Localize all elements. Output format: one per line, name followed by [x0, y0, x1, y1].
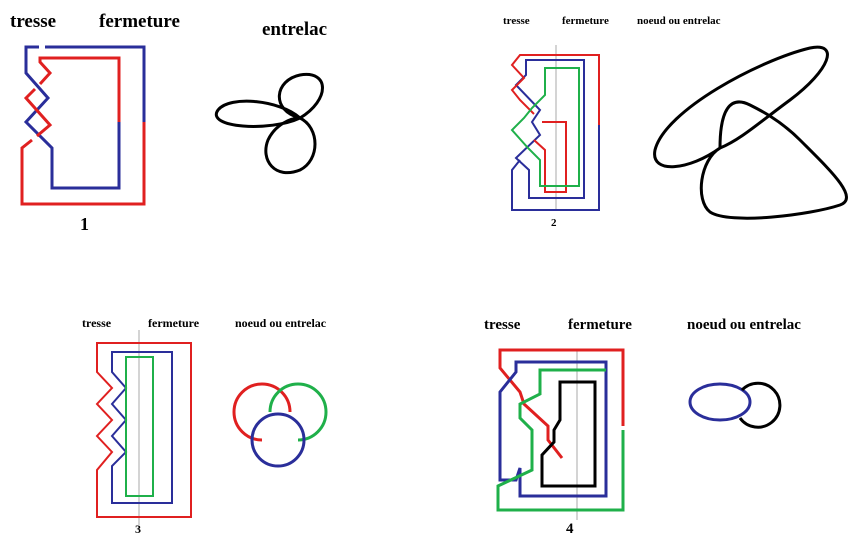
panel-2-label-braid: tresse	[503, 15, 530, 27]
panel-3-label-closure: fermeture	[148, 316, 200, 330]
panel-1-label-closure: fermeture	[99, 11, 180, 32]
panel-4: tresse fermeture noeud ou entrelac 4	[484, 317, 801, 533]
panel-1-red-strand	[20, 56, 146, 206]
panel-4-number: 4	[566, 521, 574, 533]
panel-1-trefoil-knot	[214, 73, 324, 175]
panel-4-label-closure: fermeture	[568, 317, 632, 333]
panel-2-number: 2	[551, 217, 557, 229]
panel-2-green-strand	[510, 67, 580, 187]
panel-3-blue-strand	[110, 351, 173, 504]
panel-2-label-closure: fermeture	[562, 15, 609, 27]
panel-4-green-strand	[496, 368, 625, 512]
panel-4-red-strand	[498, 348, 625, 459]
panel-4-black-strand	[540, 380, 597, 488]
panel-2-red-strand	[510, 54, 600, 193]
panel-4-label-braid: tresse	[484, 317, 521, 333]
panel-3: tresse fermeture noeud ou entrelac 3	[82, 316, 328, 533]
panel-3-red-ring	[232, 382, 292, 442]
panel-4-label-knot: noeud ou entrelac	[687, 317, 801, 333]
panel-4-blue-strand	[498, 360, 608, 498]
panel-3-blue-ring	[250, 412, 306, 468]
panel-4-hopf-link	[688, 381, 782, 429]
panel-1-label-knot: entrelac	[262, 19, 327, 40]
panel-1-blue-strand	[23, 45, 146, 190]
panel-3-number: 3	[135, 522, 141, 533]
panel-2-blue-outer-strand	[511, 125, 600, 211]
panel-1-braid-closure	[20, 45, 146, 206]
panel-3-green-ring	[268, 382, 328, 442]
panel-2-label-knot: noeud ou entrelac	[637, 15, 721, 27]
panel-2-blue-strand	[514, 59, 585, 199]
panel-3-red-strand	[95, 342, 192, 518]
panel-2-knot	[653, 45, 848, 220]
panel-1-knot-curve	[214, 73, 324, 175]
panel-3-label-knot: noeud ou entrelac	[235, 316, 327, 330]
panel-4-braid-closure	[496, 348, 625, 520]
panel-1-number: 1	[80, 214, 89, 234]
panel-3-borromean-rings	[232, 382, 328, 468]
panel-2-braid-closure	[510, 45, 600, 211]
panel-4-black-ring	[738, 381, 782, 429]
panel-2: tresse fermeture noeud ou entrelac 2	[503, 15, 848, 229]
panel-1-label-braid: tresse	[10, 11, 56, 32]
panel-3-label-braid: tresse	[82, 316, 112, 330]
panel-1: tresse fermeture entrelac 1	[10, 11, 327, 234]
panel-4-blue-ring	[688, 382, 752, 422]
panel-3-green-strand	[125, 356, 154, 497]
panel-3-braid-closure	[95, 330, 192, 525]
panel-2-knot-curve	[653, 45, 848, 220]
